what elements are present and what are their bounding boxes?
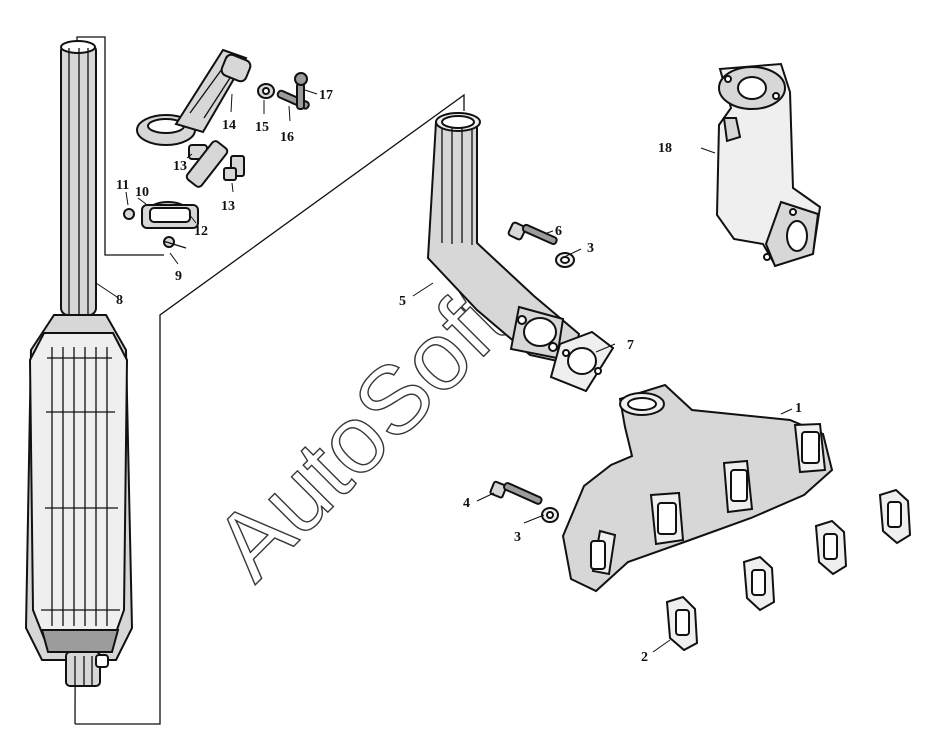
watermark: AutoSoft — [194, 264, 530, 600]
callout-label-15: 15 — [255, 120, 269, 135]
callout-label-12: 12 — [194, 224, 208, 239]
callout-label-9: 9 — [175, 269, 182, 284]
callout-leaders — [95, 89, 793, 653]
callout-label-13-right: 13 — [221, 199, 235, 214]
callout-label-3-lower: 3 — [514, 530, 521, 545]
callout-label-3-upper: 3 — [587, 241, 594, 256]
muffler-part-8 — [24, 40, 134, 687]
bracket-clamp-assembly — [123, 48, 310, 249]
lower-bolt-washer — [489, 480, 559, 523]
callout-label-2: 2 — [641, 650, 648, 665]
callout-label-4: 4 — [463, 496, 470, 511]
callout-label-7: 7 — [627, 338, 634, 353]
callout-label-13-left: 13 — [173, 159, 187, 174]
callout-label-16: 16 — [280, 130, 294, 145]
callout-label-1: 1 — [795, 401, 802, 416]
callout-label-14: 14 — [222, 118, 236, 133]
callout-labels: 1 2 3 3 4 5 6 7 8 9 10 11 12 13 13 14 15… — [116, 88, 802, 665]
exhaust-manifold-part-1 — [561, 383, 834, 593]
elbow-part-18 — [715, 62, 822, 268]
manifold-gaskets-part-2 — [665, 488, 912, 652]
callout-label-18: 18 — [658, 141, 672, 156]
callout-label-17: 17 — [319, 88, 333, 103]
exhaust-pipe-group — [426, 112, 615, 393]
callout-label-8: 8 — [116, 293, 123, 308]
watermark-group: AutoSoft — [193, 263, 530, 600]
callout-label-5: 5 — [399, 294, 406, 309]
callout-label-11: 11 — [116, 178, 129, 193]
callout-label-10: 10 — [135, 185, 149, 200]
callout-label-6: 6 — [555, 224, 562, 239]
